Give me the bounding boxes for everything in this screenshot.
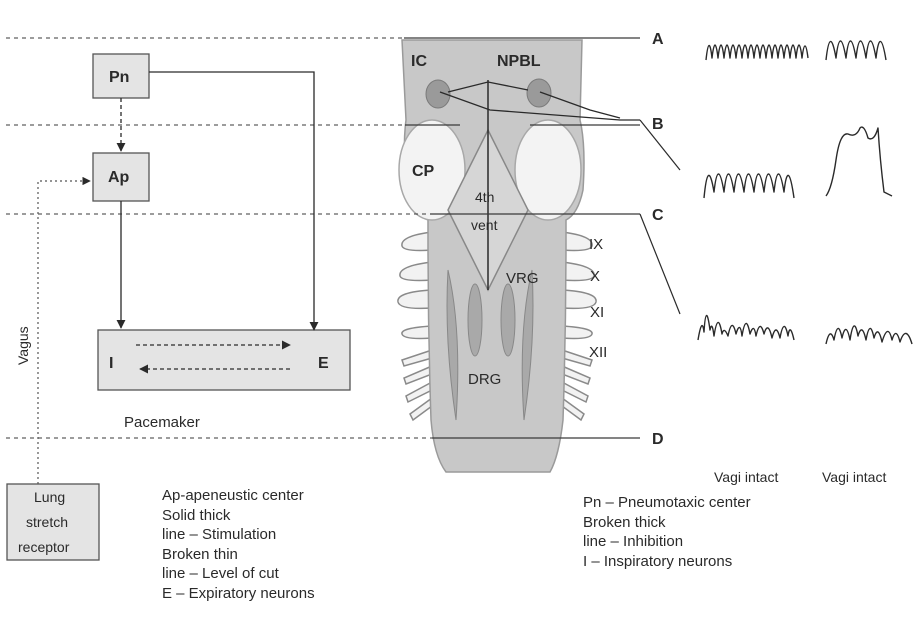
trace-b-vagi-intact [704,174,794,198]
trace-a-vagi-cut [826,41,886,60]
pacemaker-i-label: I [109,355,113,372]
trace-b-vagi-cut [826,127,892,196]
legend-right-line-2: Broken thick [583,513,751,533]
nerve-rootlets-right [562,232,596,420]
legend-left-line-3: line – Stimulation [162,525,315,545]
trace-c-vagi-intact [698,315,794,340]
label-vent-line1: 4th [475,189,494,205]
ap-label: Ap [108,169,130,186]
column-label-right: Vagi intact [822,469,886,485]
legend-left-line-5: line – Level of cut [162,564,315,584]
label-cp: CP [412,163,435,180]
legend-right-line-1: Pn – Pneumotaxic center [583,493,751,513]
pacemaker-label: Pacemaker [124,414,200,431]
label-ic: IC [411,53,427,70]
legend-left-line-1: Ap-apeneustic center [162,486,315,506]
connector-c-trace [640,214,680,314]
cut-label-a: A [652,31,664,48]
trace-a-vagi-intact [706,45,808,60]
pacemaker-e-label: E [318,355,329,372]
label-nerve-x: X [590,268,600,285]
label-nerve-xii: XII [589,344,607,361]
lung-label-2: stretch [26,514,68,530]
cut-label-b: B [652,116,664,133]
lung-label-1: Lung [34,489,65,505]
brainstem: IC NPBL CP 4th vent VRG DRG IX X XI XII [398,40,640,472]
vagus-line [38,181,90,484]
drg-nucleus-left [468,284,482,356]
label-npbl: NPBL [497,53,541,70]
label-nerve-xi: XI [590,304,604,321]
legend-left-line-2: Solid thick [162,506,315,526]
label-vrg: VRG [506,270,539,287]
label-drg: DRG [468,371,501,388]
nerve-rootlets-left [398,232,432,420]
legend-right: Pn – Pneumotaxic center Broken thick lin… [583,493,751,571]
lung-label-3: receptor [18,539,70,555]
column-label-left: Vagi intact [714,469,778,485]
legend-left: Ap-apeneustic center Solid thick line – … [162,486,315,603]
vagus-label: Vagus [15,326,31,365]
pacemaker-box [98,330,350,390]
control-diagram: Pn Ap I E Lung stretch receptor Vagus Pa… [7,54,350,560]
drg-nucleus-right [501,284,515,356]
cut-label-d: D [652,431,664,448]
legend-right-line-3: line – Inhibition [583,532,751,552]
cut-label-c: C [652,207,664,224]
legend-right-line-4: I – Inspiratory neurons [583,552,751,572]
legend-left-line-6: E – Expiratory neurons [162,584,315,604]
label-nerve-ix: IX [589,236,603,253]
pn-label: Pn [109,69,129,86]
npbl-nucleus [527,79,551,107]
breathing-traces [698,41,912,344]
trace-c-vagi-cut [826,326,912,344]
legend-left-line-4: Broken thin [162,545,315,565]
label-vent-line2: vent [471,217,498,233]
pn-to-e-line [149,72,314,330]
